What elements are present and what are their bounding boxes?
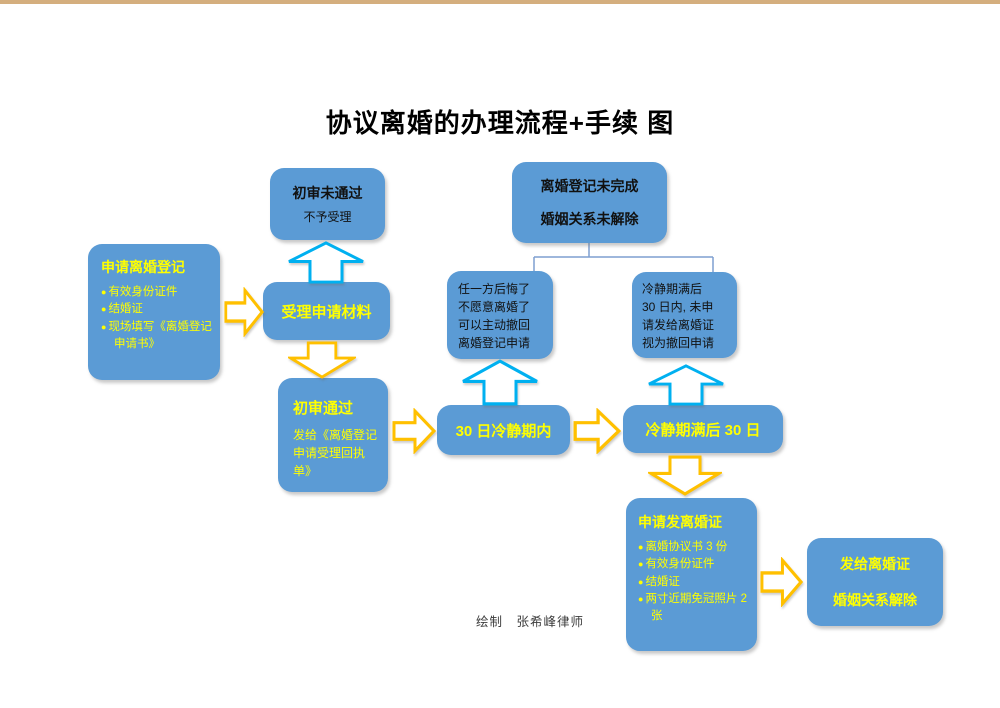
box-line: 不愿意离婚了 [458, 300, 531, 314]
flow-box-certificate-issued: 发给离婚证 婚姻关系解除 [807, 538, 943, 626]
box-title: 受理申请材料 [281, 303, 372, 321]
list-item: 现场填写《离婚登记申请书》 [101, 319, 214, 354]
bullet-text: 结婚证 [108, 303, 143, 316]
bullet-icon [101, 286, 108, 298]
list-item: 两寸近期免冠照片 2 张 [638, 591, 752, 626]
box-title: 初审未通过 [292, 185, 363, 201]
box-title: 冷静期满后 30 日 [645, 421, 761, 439]
box-line: 婚姻关系解除 [833, 592, 917, 608]
box-line: 婚姻关系未解除 [540, 211, 639, 228]
box-line: 离婚登记申请 [458, 336, 531, 350]
arrow-up-icon [648, 364, 724, 406]
arrow-down-icon [648, 455, 722, 496]
box-line: 30 日内, 未申 [642, 300, 714, 314]
arrow-up-icon [288, 241, 364, 284]
bullet-text: 有效身份证件 [645, 558, 715, 571]
flow-box-cooling-period: 30 日冷静期内 [437, 405, 570, 455]
bullet-text: 结婚证 [645, 575, 680, 588]
arrow-up-icon [462, 359, 538, 406]
bullet-icon [101, 303, 108, 315]
arrow-down-icon [288, 341, 356, 379]
arrow-right-icon [760, 557, 803, 607]
box-line: 任一方后悔了 [458, 282, 531, 296]
arrow-right-icon [224, 287, 264, 337]
list-item: 有效身份证件 [101, 284, 214, 301]
list-item: 结婚证 [101, 301, 214, 318]
flow-box-withdraw-option: 任一方后悔了 不愿意离婚了 可以主动撤回 离婚登记申请 [447, 271, 553, 359]
flow-box-accept-materials: 受理申请材料 [263, 282, 390, 340]
bullet-icon [638, 576, 645, 588]
author-caption: 绘制 张希峰律师 [476, 615, 585, 629]
box-line: 视为撤回申请 [642, 336, 715, 350]
flow-box-review-failed: 初审未通过 不予受理 [270, 168, 385, 240]
bullet-icon [638, 541, 645, 553]
box-title: 申请发离婚证 [638, 514, 722, 530]
box-subtitle: 不予受理 [303, 210, 352, 224]
list-item: 离婚协议书 3 份 [638, 539, 752, 556]
bullet-icon [638, 593, 645, 605]
box-title: 初审通过 [293, 400, 354, 417]
page-title: 协议离婚的办理流程+手续 图 [325, 108, 675, 138]
bullet-icon [101, 321, 108, 333]
bullet-list: 有效身份证件 结婚证 现场填写《离婚登记申请书》 [101, 284, 214, 353]
arrow-right-icon [573, 408, 621, 454]
flow-box-after-cooling-period: 冷静期满后 30 日 [623, 405, 783, 453]
flow-box-registration-incomplete: 离婚登记未完成 婚姻关系未解除 [512, 162, 667, 243]
box-title: 30 日冷静期内 [455, 422, 552, 440]
box-line: 冷静期满后 [642, 282, 703, 296]
box-line: 可以主动撤回 [458, 318, 531, 332]
flow-box-apply-registration: 申请离婚登记 有效身份证件 结婚证 现场填写《离婚登记申请书》 [88, 244, 220, 380]
bullet-text: 有效身份证件 [108, 286, 178, 298]
box-title: 申请离婚登记 [101, 259, 185, 275]
flow-box-deemed-withdrawn: 冷静期满后 30 日内, 未申 请发给离婚证 视为撤回申请 [632, 272, 737, 358]
box-line: 请发给离婚证 [642, 318, 715, 332]
flow-box-apply-certificate: 申请发离婚证 离婚协议书 3 份 有效身份证件 结婚证 两寸近期免冠照片 2 张 [626, 498, 757, 651]
bullet-text: 离婚协议书 3 份 [645, 541, 728, 553]
arrow-right-icon [392, 408, 436, 454]
bullet-text: 两寸近期免冠照片 2 张 [645, 592, 748, 622]
bullet-list: 离婚协议书 3 份 有效身份证件 结婚证 两寸近期免冠照片 2 张 [638, 539, 752, 625]
box-line: 发给离婚证 [840, 556, 910, 572]
list-item: 有效身份证件 [638, 556, 752, 573]
flow-box-review-passed: 初审通过 发给《离婚登记申请受理回执单》 [278, 378, 388, 492]
bullet-text: 现场填写《离婚登记申请书》 [108, 320, 212, 350]
top-border-bar [0, 0, 1000, 4]
box-line: 离婚登记未完成 [540, 177, 639, 194]
list-item: 结婚证 [638, 574, 752, 591]
box-body: 发给《离婚登记申请受理回执单》 [293, 428, 378, 478]
bullet-icon [638, 558, 645, 570]
